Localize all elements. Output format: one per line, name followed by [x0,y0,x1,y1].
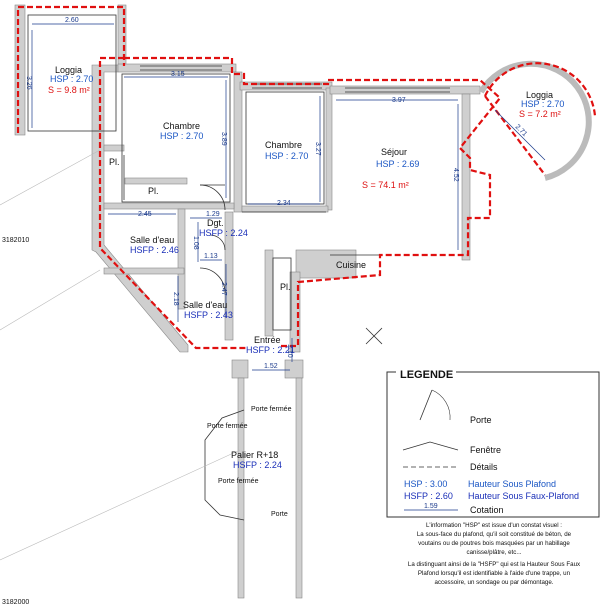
note-line: canisse/plâtre, etc... [466,549,521,556]
legend-title-bg [396,366,456,380]
cross-marker [365,327,383,345]
hatch-line [0,269,101,331]
door-arc-icon [431,389,451,421]
dgt-name: Dgt. [207,218,224,228]
sdb1-name: Salle d'eau [130,235,174,245]
dimension-label: 1.10 [286,344,293,358]
legend-title: LEGENDE [400,369,453,381]
interior-lines [27,14,380,521]
dimension-label: 2.60 [65,17,79,24]
reference-label: 3182000 [2,599,29,606]
hatch-line [0,449,241,561]
dimension-label: 1.29 [206,211,220,218]
sejour-hsp: HSP : 2.69 [376,159,419,169]
palier-name: Palier R+18 [231,450,278,460]
loggia-left-hsp: HSP : 2.70 [50,74,93,84]
loggia-right-surface: S = 7.2 m² [519,109,561,119]
door-label: Porte [271,511,288,518]
legend-hsp-text: Hauteur Sous Plafond [468,479,556,489]
dimension-label: 1.08 [192,236,199,250]
window-symbol-icon [402,441,459,451]
sdb2-hsfp: HSFP : 2.43 [184,310,233,320]
dimension-label: 2.47 [220,282,227,296]
dimension-label: 3.15 [171,71,185,78]
dimension-label: 2.34 [277,200,291,207]
note-line: L'information "HSP" est issue d'un const… [426,522,562,529]
entree-name: Entrée [254,335,281,345]
legend-hsfp-text: Hauteur Sous Faux-Plafond [468,491,579,501]
note-line: La sous-face du plafond, qu'il soit cons… [417,531,572,538]
cuisine-name: Cuisine [336,260,366,270]
pl1-name: Pl. [109,157,120,167]
loggia-left-name: Loggia [55,65,82,75]
door-symbol-icon [419,389,433,421]
dimension-lines [31,23,546,371]
note-line: voutains ou de poutres bois masquées par… [418,540,570,547]
door-label: Porte fermée [218,478,259,485]
dimension-label: 3.97 [392,97,406,104]
dimension-label: 2.18 [172,292,179,306]
chambre2-hsp: HSP : 2.70 [265,151,308,161]
sdb2-name: Salle d'eau [183,300,227,310]
door-label: Porte fermée [207,423,248,430]
chambre1-name: Chambre [163,121,200,131]
note-line: accessoire, un sondage ou par démontage. [434,579,553,586]
legend-cotation-value: 1.59 [424,503,438,510]
chambre2-name: Chambre [265,140,302,150]
legend-hsp-code: HSP : 3.00 [404,479,447,489]
legend-porte: Porte [470,415,492,425]
sejour-surface: S = 74.1 m² [362,180,409,190]
legend-cotation: Cotation [470,505,504,515]
palier-hsfp: HSFP : 2.24 [233,460,282,470]
dimension-label: 1.52 [264,363,278,370]
chambre1-hsp: HSP : 2.70 [160,131,203,141]
loggia-right-name: Loggia [526,90,553,100]
pl2-name: Pl. [148,186,159,196]
pl3-name: Pl. [280,282,291,292]
dimension-label: 3.27 [314,142,321,156]
walls [14,4,592,599]
loggia-right-hsp: HSP : 2.70 [521,99,564,109]
legend: LEGENDE Porte Fenêtre Détails HSP : 3.00… [386,366,600,586]
loggia-left-surface: S = 9.8 m² [48,85,90,95]
entree-hsfp: HSFP : 2.21 [246,345,295,355]
dgt-hsfp: HSFP : 2.24 [199,228,248,238]
sejour-name: Séjour [381,147,407,157]
area-outlines [16,5,597,350]
dimension-label: 3.89 [220,132,227,146]
reference-label: 3182010 [2,237,29,244]
dimension-label: 4.52 [452,168,459,182]
door-label: Porte fermée [251,406,292,413]
legend-fenetre: Fenêtre [470,445,501,455]
dimension-label: 2.45 [138,211,152,218]
room-labels: Loggia HSP : 2.70 S = 9.8 m² Loggia HSP … [2,65,564,606]
dimension-label: 1.13 [204,253,218,260]
legend-hsfp-code: HSFP : 2.60 [404,491,453,501]
legend-details: Détails [470,462,498,472]
dimension-label: 3.26 [25,76,32,90]
sdb1-hsfp: HSFP : 2.46 [130,245,179,255]
note-line: Plafond lorsqu'il est identifiable à l'a… [418,570,571,577]
hatch-line [0,149,101,206]
note-line: La distinguant ainsi de la "HSFP" qui es… [408,561,581,568]
